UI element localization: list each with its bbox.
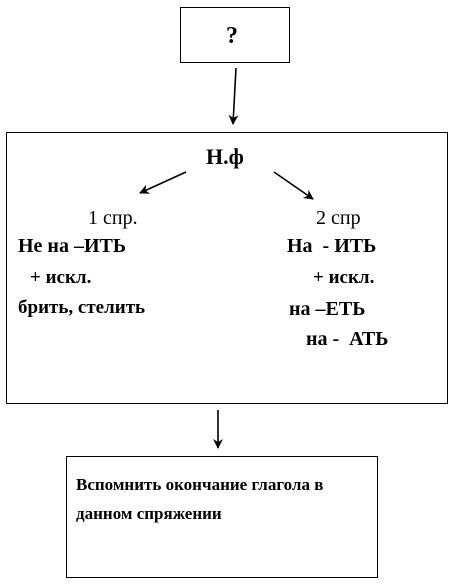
second-conjugation-exception-et: на –ЕТЬ xyxy=(289,298,366,320)
first-conjugation-heading: 1 спр. xyxy=(88,207,138,229)
first-conjugation-exceptions-label: + искл. xyxy=(30,267,92,288)
infinitive-label: Н.ф xyxy=(206,144,244,169)
instruction-text: Вспомнить окончание глагола в данном спр… xyxy=(76,475,324,523)
second-conjugation-rule: На - ИТЬ xyxy=(287,235,377,257)
question-mark: ? xyxy=(226,23,238,49)
second-conjugation-heading: 2 спр xyxy=(316,207,361,229)
conjugation-box xyxy=(6,132,448,404)
second-conjugation-exceptions-label: + искл. xyxy=(313,267,375,288)
question-box xyxy=(180,7,290,63)
second-conjugation-exception-at: на - АТЬ xyxy=(306,328,389,350)
first-conjugation-exceptions: брить, стелить xyxy=(18,297,146,318)
first-conjugation-rule: Не на –ИТЬ xyxy=(18,235,127,257)
instruction-box xyxy=(66,456,378,578)
arrow-top-to-middle xyxy=(228,67,239,125)
